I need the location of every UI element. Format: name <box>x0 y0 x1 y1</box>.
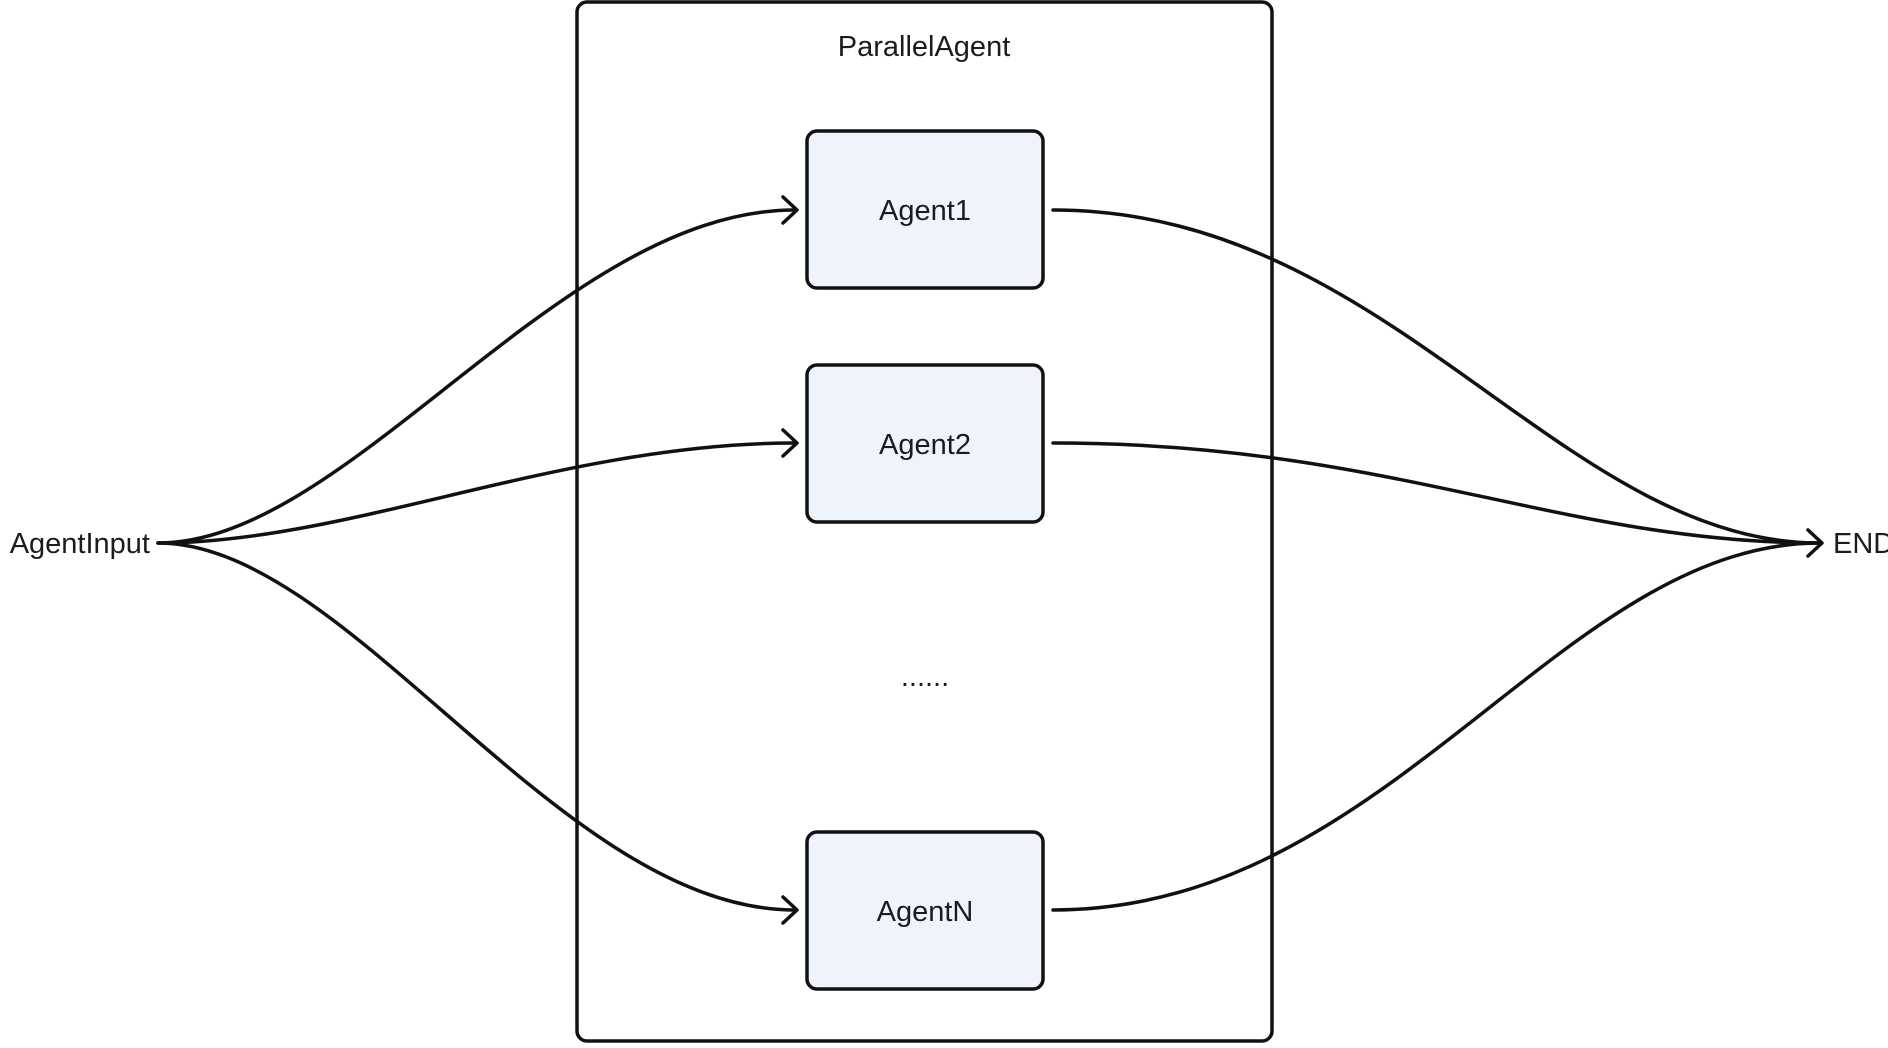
edge-agent2-to-end <box>1051 441 1822 545</box>
arrow-into-agent1 <box>781 195 799 225</box>
agent2-box <box>805 363 1045 524</box>
agent1-label: Agent1 <box>879 195 971 227</box>
agentn-box <box>805 830 1045 991</box>
parallel-agent-container <box>575 0 1274 1043</box>
arrow-into-agent2 <box>781 428 799 458</box>
agent-node-agent1[interactable]: Agent1 <box>805 129 1045 290</box>
end-label: END <box>1833 528 1888 560</box>
edge-agentn-to-end <box>1051 541 1822 912</box>
agent1-box <box>805 129 1045 290</box>
edge-agent1-to-end <box>1051 208 1822 545</box>
agentn-label: AgentN <box>877 896 974 928</box>
agent-node-agent2[interactable]: Agent2 <box>805 363 1045 524</box>
container-title: ParallelAgent <box>838 31 1011 63</box>
agent-node-agentn[interactable]: AgentN <box>805 830 1045 991</box>
agent-input-label: AgentInput <box>10 528 150 560</box>
edge-input-to-agentn <box>156 541 797 912</box>
arrow-into-agentn <box>781 895 799 925</box>
agent2-label: Agent2 <box>879 429 971 461</box>
arrow-into-end <box>1806 528 1824 558</box>
edge-input-to-agent2 <box>156 441 797 545</box>
agents-ellipsis: ...... <box>901 661 949 693</box>
edge-input-to-agent1 <box>156 208 797 545</box>
